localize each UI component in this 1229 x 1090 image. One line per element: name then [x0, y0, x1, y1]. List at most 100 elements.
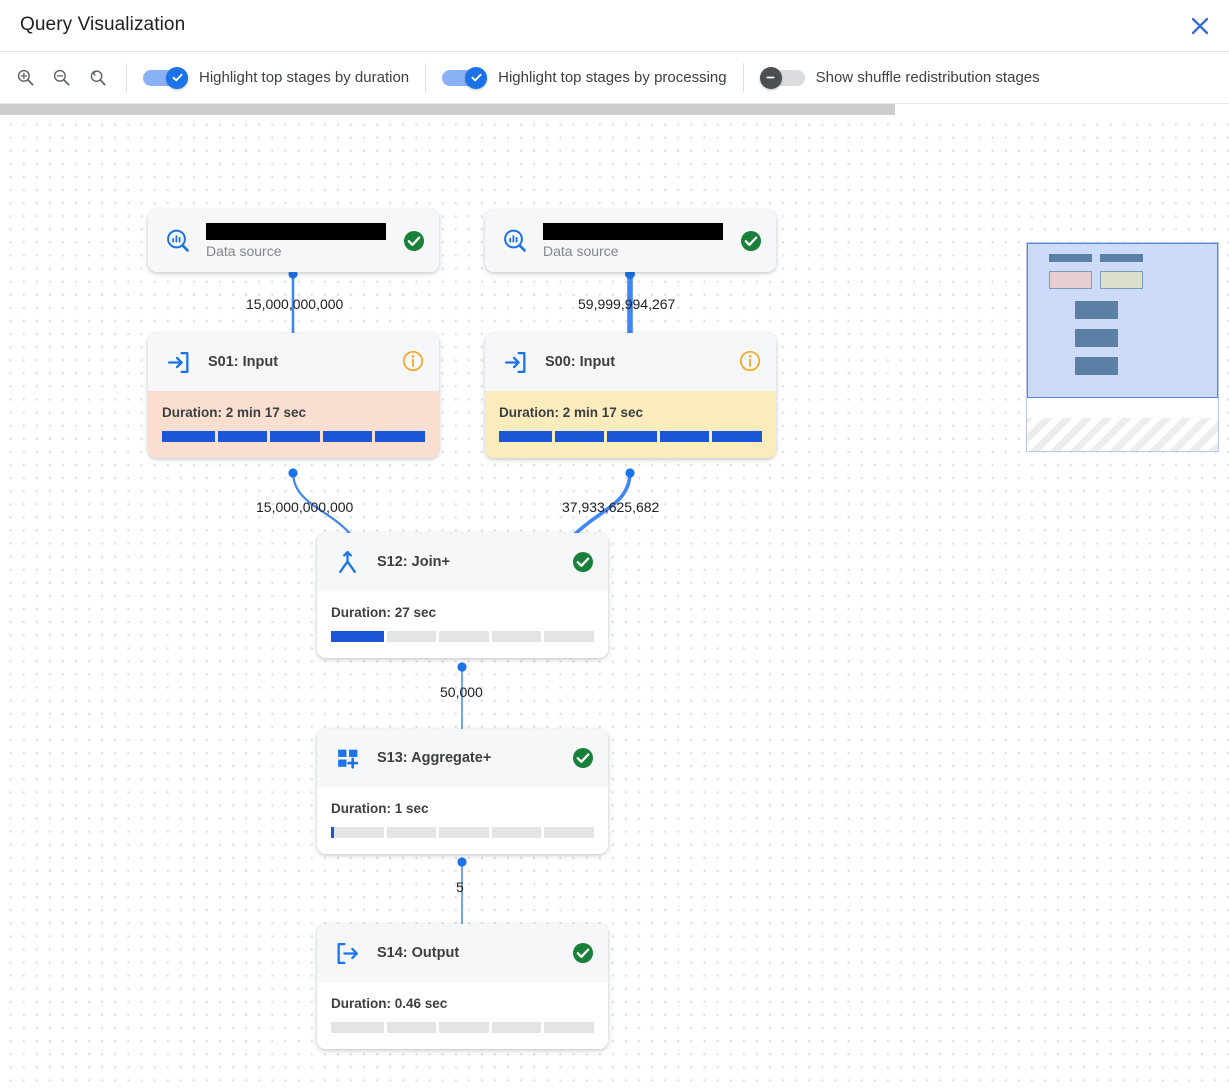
node-body: Duration: 1 sec [317, 787, 608, 854]
graph-edges [288, 269, 635, 927]
node-title: S01: Input [208, 354, 279, 370]
toggle-thumb [465, 66, 488, 89]
edge-label: 15,000,000,000 [256, 499, 354, 515]
node-header: S12: Join+ [317, 533, 608, 591]
progress-bar [331, 1022, 594, 1033]
close-button[interactable] [1183, 9, 1217, 43]
minimap-node [1075, 357, 1118, 375]
toolbar-divider-2 [425, 62, 427, 93]
horizontal-scrollbar[interactable] [0, 104, 1229, 115]
stage-aggregate-icon [331, 742, 363, 774]
minimap-offscreen-area [1027, 418, 1218, 451]
node-header: Data source [485, 210, 776, 272]
node-header: Data source [148, 210, 439, 272]
node-stage-s00[interactable]: S00: Input Duration: 2 min 17 sec [485, 333, 776, 458]
minimap-node [1100, 254, 1143, 262]
node-header: S14: Output [317, 924, 608, 982]
node-title: S12: Join+ [377, 554, 450, 570]
check-icon [471, 73, 482, 82]
node-body: Duration: 2 min 17 sec [148, 391, 439, 458]
duration-label: Duration: 1 sec [331, 801, 429, 816]
node-header: S01: Input [148, 333, 439, 391]
status-badge-info[interactable] [402, 350, 426, 374]
stage-output-icon [331, 937, 363, 969]
duration-label: Duration: 2 min 17 sec [162, 405, 307, 420]
toggle-show-shuffle[interactable]: Show shuffle redistribution stages [759, 66, 1040, 89]
status-badge-info[interactable] [739, 350, 763, 374]
stage-join-icon [331, 546, 363, 578]
zoom-in-icon [17, 69, 33, 86]
toggle-switch-processing[interactable] [442, 66, 488, 89]
stage-input-icon [499, 346, 531, 378]
status-badge-ok [571, 550, 595, 574]
zoom-out-button[interactable] [48, 65, 74, 91]
toggle-switch-duration[interactable] [143, 66, 188, 89]
data-source-subtitle: Data source [543, 243, 619, 259]
node-stage-s01[interactable]: S01: Input Duration: 2 min 17 sec [148, 333, 439, 458]
minimap-node-duration-highlight [1049, 271, 1092, 289]
node-title: S14: Output [377, 945, 460, 961]
horizontal-scrollbar-thumb[interactable] [0, 104, 895, 115]
stage-input-icon [162, 346, 194, 378]
status-badge-ok [739, 229, 763, 253]
node-body: Duration: 0.46 sec [317, 982, 608, 1049]
toggle-switch-shuffle[interactable] [759, 66, 805, 89]
dialog-title-bar: Query Visualization [0, 0, 1229, 52]
data-source-text: Data source [543, 223, 723, 259]
node-stage-s12[interactable]: S12: Join+ Duration: 27 sec [317, 533, 608, 658]
minimap-node [1075, 301, 1118, 319]
node-stage-s13[interactable]: S13: Aggregate+ Duration: 1 sec [317, 729, 608, 854]
edge-label: 15,000,000,000 [246, 296, 344, 312]
page-title: Query Visualization [20, 14, 186, 35]
zoom-in-button[interactable] [12, 65, 38, 91]
toolbar-divider-3 [742, 62, 744, 93]
zoom-reset-icon [90, 70, 105, 86]
toggle-label-duration: Highlight top stages by duration [199, 69, 410, 86]
progress-bar [162, 431, 425, 442]
zoom-controls [0, 65, 110, 91]
progress-bar [499, 431, 762, 442]
node-title: S00: Input [545, 354, 616, 370]
minimap-viewport[interactable] [1027, 243, 1218, 398]
edge-label: 59,999,994,267 [578, 296, 676, 312]
duration-label: Duration: 0.46 sec [331, 996, 448, 1011]
duration-label: Duration: 2 min 17 sec [499, 405, 644, 420]
graph-canvas[interactable]: 15,000,000,000 59,999,994,267 15,000,000… [0, 104, 1229, 1090]
zoom-out-icon [53, 69, 69, 86]
node-body: Duration: 2 min 17 sec [485, 391, 776, 458]
node-data-source-left[interactable]: Data source [148, 210, 439, 272]
toggle-thumb [759, 66, 782, 89]
progress-bar [331, 631, 594, 642]
redacted-table-name [543, 223, 723, 240]
status-badge-ok [571, 746, 595, 770]
data-source-subtitle: Data source [206, 243, 282, 259]
node-body: Duration: 27 sec [317, 591, 608, 658]
toggle-label-shuffle: Show shuffle redistribution stages [815, 69, 1040, 86]
minimap-node-processing-highlight [1100, 271, 1143, 289]
data-source-icon [162, 225, 194, 257]
minimap-node [1075, 329, 1118, 347]
toggle-thumb [166, 66, 188, 89]
redacted-table-name [206, 223, 386, 240]
minimap-node [1049, 254, 1092, 262]
minimap[interactable] [1026, 242, 1219, 452]
node-title: S13: Aggregate+ [377, 750, 492, 766]
node-header: S00: Input [485, 333, 776, 391]
node-stage-s14[interactable]: S14: Output Duration: 0.46 sec [317, 924, 608, 1049]
status-badge-ok [571, 941, 595, 965]
duration-label: Duration: 27 sec [331, 605, 437, 620]
status-badge-ok [402, 229, 426, 253]
node-header: S13: Aggregate+ [317, 729, 608, 787]
node-data-source-right[interactable]: Data source [485, 210, 776, 272]
toggle-highlight-duration[interactable]: Highlight top stages by duration [143, 66, 410, 89]
edge-label: 5 [456, 879, 464, 895]
check-icon [171, 73, 183, 82]
toolbar-divider-1 [126, 62, 127, 93]
toggle-label-processing: Highlight top stages by processing [498, 69, 727, 86]
toggle-highlight-processing[interactable]: Highlight top stages by processing [442, 66, 727, 89]
zoom-reset-button[interactable] [84, 65, 110, 91]
progress-bar [331, 827, 594, 838]
edge-label: 50,000 [440, 684, 483, 700]
canvas-dot-grid [0, 114, 1229, 1090]
data-source-text: Data source [206, 223, 386, 259]
